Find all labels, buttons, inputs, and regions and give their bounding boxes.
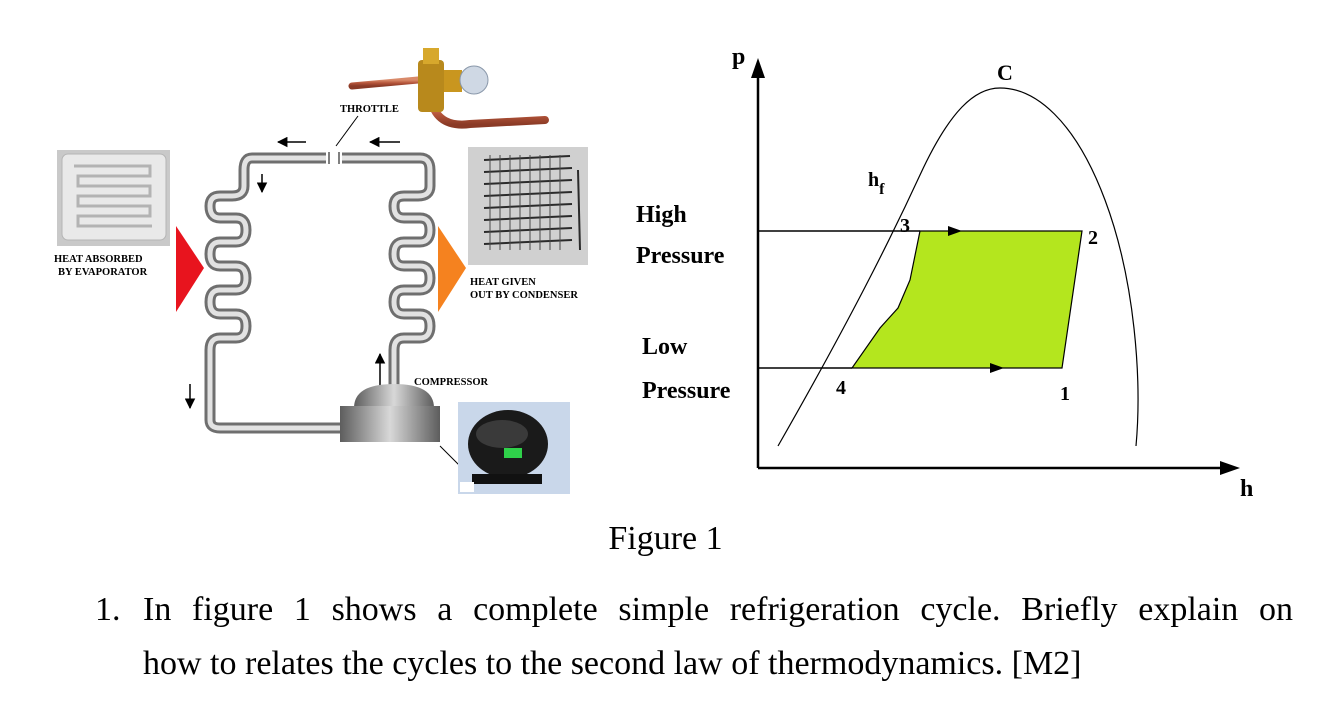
point-label-4: 4 (836, 377, 846, 399)
throttle-gap (326, 150, 342, 166)
refrigeration-cycle-figure: THROTTLE HEAT ABSORBED BY EVAPORATOR HEA… (54, 44, 1253, 502)
direction-arrow-4-to-1 (990, 363, 1004, 373)
high-pressure-label-line2: Pressure (636, 243, 725, 269)
condenser-label-line2: OUT BY CONDENSER (470, 290, 578, 301)
question-line-2: how to relates the cycles to the second … (143, 645, 1082, 682)
condenser-label-line1: HEAT GIVEN (470, 277, 536, 288)
high-pressure-label-line1: High (636, 202, 687, 228)
point-label-1: 1 (1060, 383, 1070, 405)
question-text: In figure 1 shows a complete simple refr… (143, 583, 1293, 691)
pipe-loop (204, 152, 436, 434)
condenser-heat-arrow (438, 226, 466, 312)
evaporator-image (57, 150, 170, 246)
throttle-label: THROTTLE (340, 104, 399, 115)
question-line-1: In figure 1 shows a complete simple refr… (143, 591, 1293, 628)
low-pressure-label-line1: Low (642, 334, 688, 360)
compressor (340, 384, 440, 442)
low-pressure-label-line2: Pressure (642, 378, 731, 404)
condenser-image (468, 147, 588, 265)
throttle-valve-image (348, 48, 549, 129)
evaporator-label-line2: BY EVAPORATOR (58, 267, 148, 278)
compressor-image (458, 402, 570, 494)
flow-arrows (184, 136, 400, 410)
x-axis-label: h (1240, 476, 1253, 502)
question-number: 1. (95, 591, 121, 628)
evaporator-label-line1: HEAT ABSORBED (54, 254, 143, 265)
ph-diagram: p h C hf High Pressure Low Pressure 1 2 … (636, 44, 1253, 502)
refrigeration-loop: THROTTLE HEAT ABSORBED BY EVAPORATOR HEA… (54, 48, 588, 494)
saturated-liquid-label: hf (868, 169, 885, 198)
figure-caption: Figure 1 (608, 520, 723, 557)
saturation-dome (777, 87, 1139, 447)
direction-arrow-2-to-3 (948, 226, 962, 236)
point-label-3: 3 (900, 215, 910, 237)
point-label-2: 2 (1088, 227, 1098, 249)
refrigeration-cycle-area (850, 230, 1083, 369)
compressor-label: COMPRESSOR (414, 377, 489, 388)
critical-point-label: C (997, 60, 1013, 85)
evaporator-heat-arrow (176, 226, 204, 312)
y-axis-label: p (732, 44, 745, 70)
